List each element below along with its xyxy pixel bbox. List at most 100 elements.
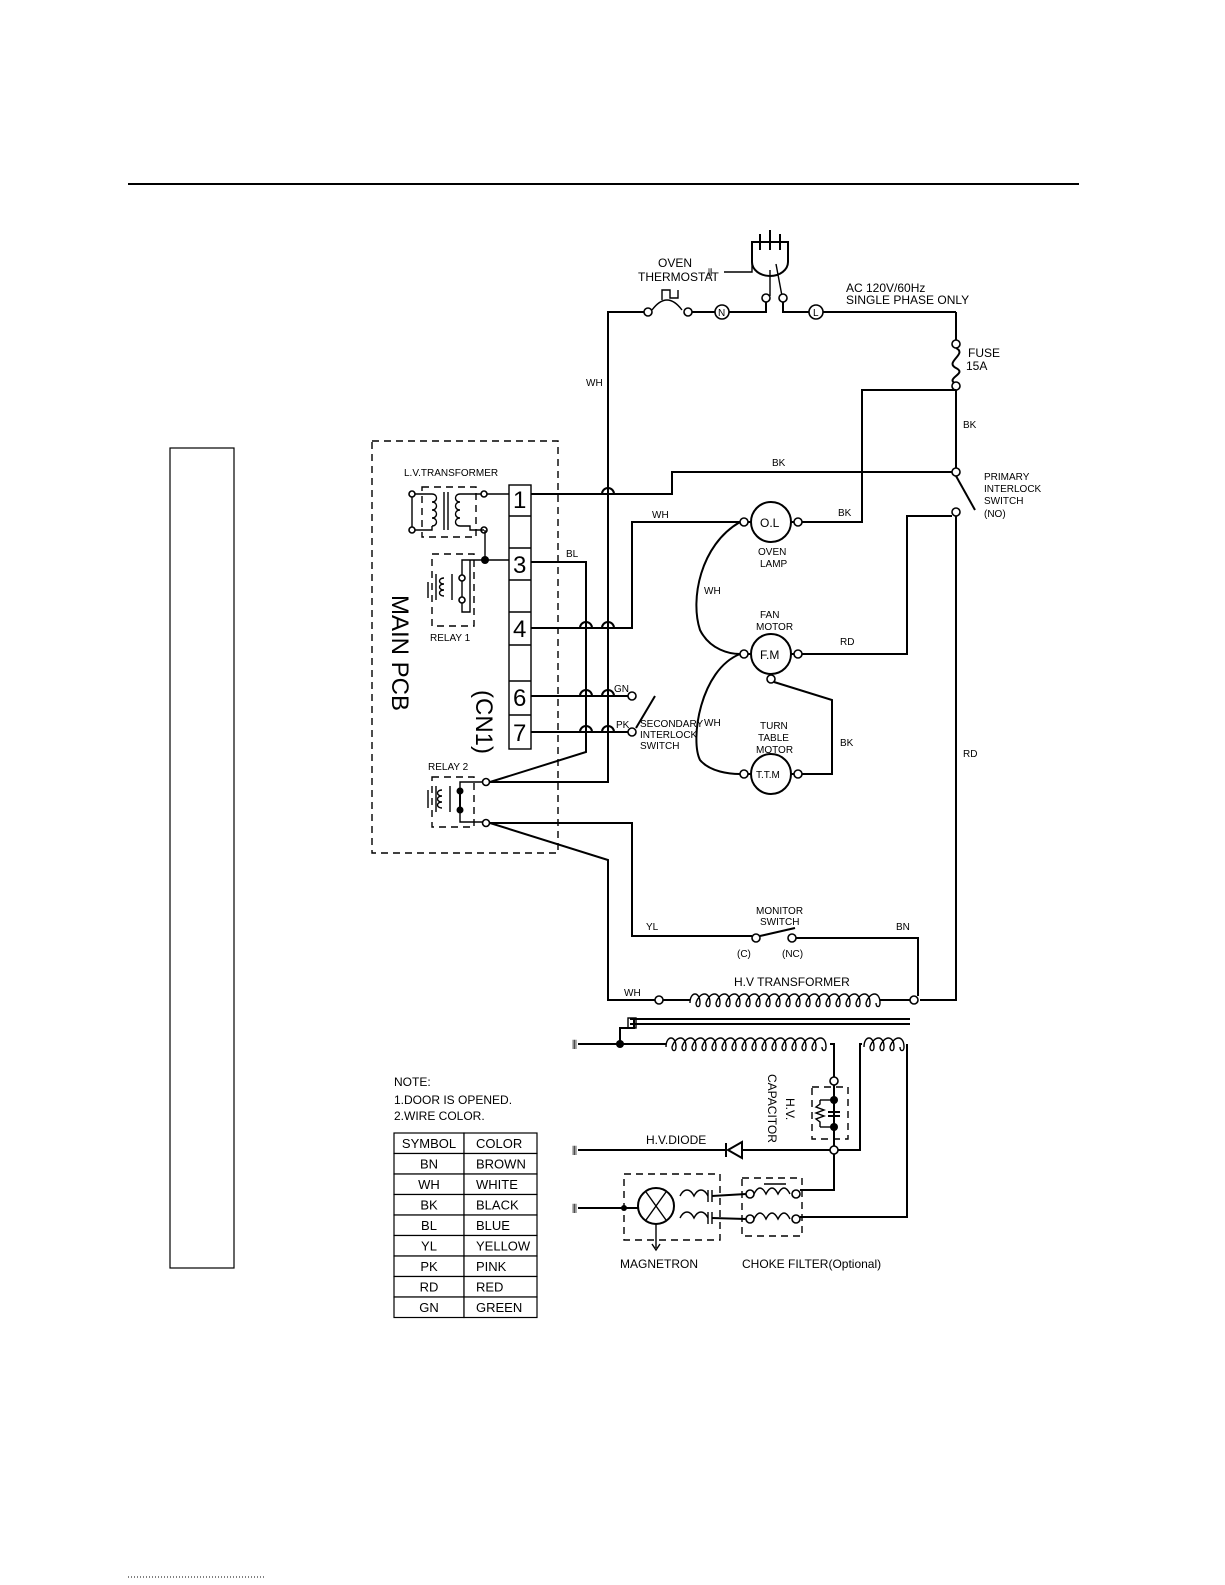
note-line-2: 2.WIRE COLOR.: [394, 1109, 485, 1123]
cn1-pin-7: 7: [513, 720, 526, 747]
magnetron: ⫴: [572, 1173, 721, 1252]
table-cell-color: PINK: [476, 1259, 507, 1274]
primary-interlock-label-4: (NO): [984, 509, 1006, 520]
svg-text:⫴: ⫴: [572, 1038, 577, 1052]
wire-label-gn: GN: [614, 684, 629, 695]
table-cell-color: RED: [476, 1280, 503, 1295]
magnetron-label: MAGNETRON: [620, 1257, 698, 1271]
oven-lamp: O.L: [739, 501, 803, 543]
wire-label-bk-lamp: BK: [838, 508, 852, 519]
table-header-color: COLOR: [476, 1136, 522, 1151]
hv-capacitor-label: H.V.: [783, 1098, 797, 1120]
lv-transformer-label: L.V.TRANSFORMER: [404, 468, 498, 479]
relay-1: [427, 553, 485, 627]
relay-2: [427, 776, 485, 828]
secondary-interlock-label-2: INTERLOCK: [640, 730, 698, 741]
wire-label-bk-right: BK: [963, 420, 977, 431]
turntable-motor-label: TURN: [760, 721, 788, 732]
hv-transformer: [630, 993, 919, 1052]
main-pcb-boundary: [371, 440, 559, 854]
monitor-switch-label-2: SWITCH: [760, 917, 799, 928]
wire-label-bk-ttm: BK: [840, 738, 854, 749]
svg-text:⫴: ⫴: [572, 1202, 577, 1216]
cn1-pin-4: 4: [513, 616, 526, 643]
monitor-nc-label: (NC): [782, 949, 803, 960]
svg-text:O.L: O.L: [760, 516, 780, 530]
note-title: NOTE:: [394, 1075, 431, 1089]
side-blank-box: [169, 447, 235, 1269]
primary-interlock-label-3: SWITCH: [984, 496, 1023, 507]
monitor-switch-label: MONITOR: [756, 906, 803, 917]
choke-filter: [711, 1177, 803, 1237]
table-cell-symbol: YL: [421, 1239, 437, 1254]
oven-thermostat: OVEN THERMOSTAT: [638, 256, 720, 317]
power-plug: ⫴: [708, 230, 789, 303]
turntable-motor: T.T.M: [739, 753, 803, 795]
wire-label-wh-ttm: WH: [704, 718, 721, 729]
table-cell-color: BROWN: [476, 1157, 526, 1172]
table-row: BN BROWN: [393, 1152, 538, 1175]
main-pcb-label: MAIN PCB: [386, 595, 413, 711]
turntable-motor-label-3: MOTOR: [756, 745, 793, 756]
table-cell-color: GREEN: [476, 1300, 522, 1315]
primary-interlock-label-2: INTERLOCK: [984, 484, 1042, 495]
wire-label-pk: PK: [616, 720, 630, 731]
table-row: BK BLACK: [393, 1193, 538, 1216]
hv-diode: ⫴: [572, 1140, 830, 1160]
oven-lamp-label-2: LAMP: [760, 559, 788, 570]
wire-label-rd-right: RD: [963, 749, 977, 760]
table-cell-color: BLACK: [476, 1198, 519, 1213]
fuse-label: FUSE: [968, 346, 1000, 360]
main-pcb: MAIN PCB (CN1) L.V.TRANSFORMER: [371, 440, 559, 854]
svg-text:F.M: F.M: [760, 648, 779, 662]
table-cell-color: WHITE: [476, 1177, 518, 1192]
svg-text:⫴: ⫴: [572, 1144, 577, 1158]
wire-label-wh-hv: WH: [624, 988, 641, 999]
relay-1-label: RELAY 1: [430, 633, 471, 644]
relay-2-label: RELAY 2: [428, 762, 469, 773]
monitor-c-label: (C): [737, 949, 751, 960]
cn1-label: (CN1): [470, 690, 497, 754]
hv-transformer-label: H.V TRANSFORMER: [734, 975, 850, 989]
table-cell-symbol: BN: [420, 1157, 438, 1172]
wire-label-wh-lamp-fan: WH: [704, 586, 721, 597]
svg-text:N: N: [718, 308, 725, 319]
fuse-15a: [951, 339, 961, 391]
wire-label-bk-mid: BK: [772, 458, 786, 469]
neutral-terminal: N: [714, 304, 730, 320]
cn1-connector: 1 3 4 6 7: [508, 484, 532, 750]
hv-diode-label: H.V.DIODE: [646, 1133, 706, 1147]
oven-thermostat-label-2: THERMOSTAT: [638, 270, 720, 284]
table-cell-symbol: BL: [421, 1218, 437, 1233]
cn1-pin-6: 6: [513, 685, 526, 712]
table-cell-symbol: BK: [420, 1198, 438, 1213]
svg-text:⫴: ⫴: [708, 268, 712, 279]
oven-lamp-label: OVEN: [758, 547, 786, 558]
wire-label-bn: BN: [896, 922, 910, 933]
wire-label-wh-top: WH: [586, 378, 603, 389]
table-cell-symbol: PK: [420, 1259, 438, 1274]
oven-thermostat-label: OVEN: [658, 256, 692, 270]
fan-motor-label-2: MOTOR: [756, 622, 793, 633]
svg-text:L: L: [813, 308, 819, 319]
secondary-interlock-label: SECONDARY: [640, 719, 703, 730]
ac-supply-label: AC 120V/60Hz: [846, 281, 925, 295]
table-row: PK PINK: [393, 1255, 538, 1278]
wire-label-rd-fan: RD: [840, 637, 854, 648]
table-cell-symbol: RD: [420, 1280, 439, 1295]
monitor-switch: [751, 927, 797, 943]
note-block: NOTE: 1.DOOR IS OPENED. 2.WIRE COLOR.: [394, 1075, 512, 1123]
note-line-1: 1.DOOR IS OPENED.: [394, 1093, 512, 1107]
fan-motor: F.M: [739, 633, 803, 684]
cn1-pin-3: 3: [513, 552, 526, 579]
wire-label-yl: YL: [646, 922, 659, 933]
lv-transformer-symbol: [408, 486, 509, 538]
primary-interlock-label: PRIMARY: [984, 472, 1030, 483]
fan-motor-label: FAN: [760, 610, 779, 621]
